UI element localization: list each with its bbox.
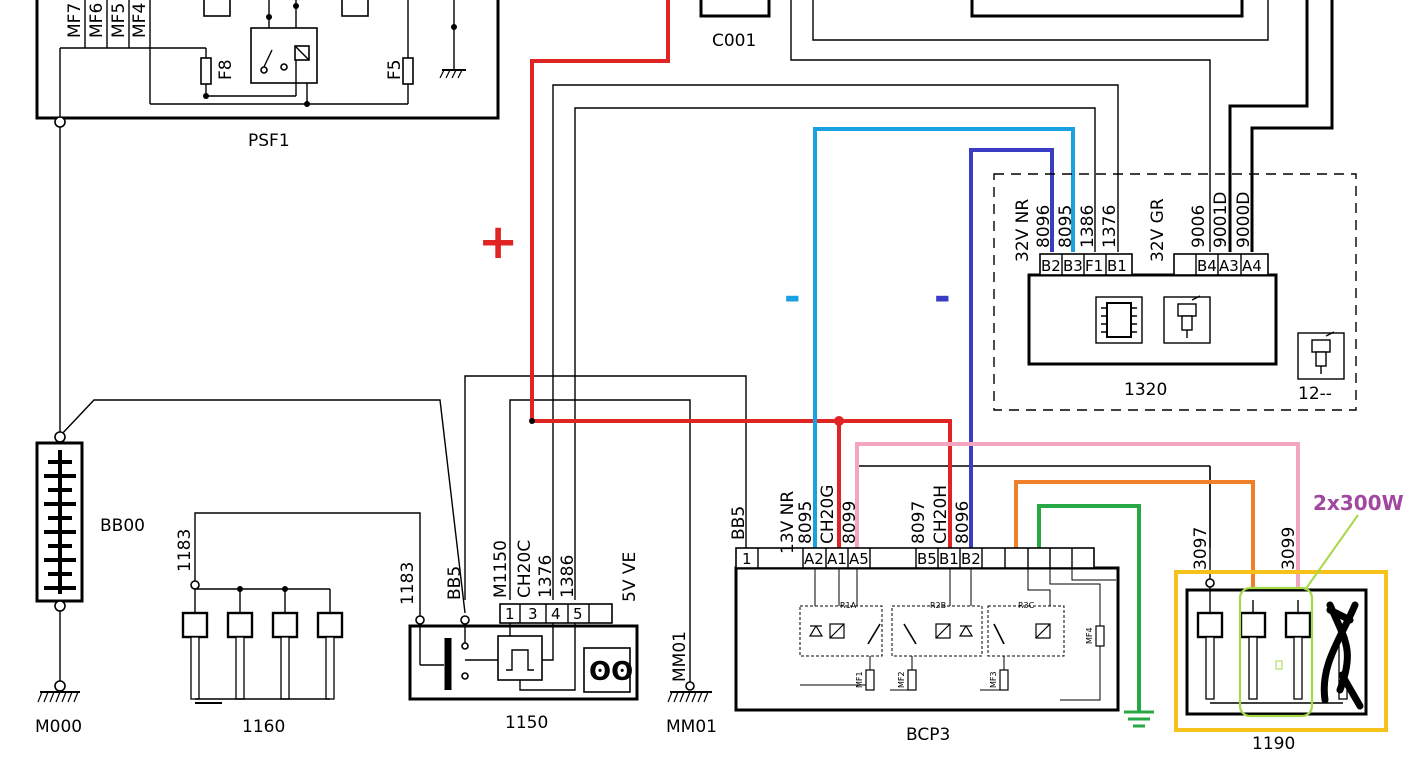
connector-1320-wire-1376: 1376 (1100, 205, 1120, 248)
connector-1320: B2 B3 F1 B1 B4 A3 A4 32V NR 8096 8095 13… (993, 173, 1357, 411)
bcp3-pin-b5: B5 (917, 550, 937, 568)
chip-icon (1095, 296, 1143, 344)
bcp3-fuse-mf4: MF4 (1085, 627, 1094, 644)
connector-1190: 3097 3099 1190 2x300W (1174, 491, 1404, 754)
bcp3-wire-ch20g: CH20G (818, 485, 838, 544)
connector-1150-wire-1183: 1183 (398, 562, 418, 605)
connector-1320-label: 1320 (1124, 380, 1167, 400)
coil-glyph: ʘʘ (589, 657, 633, 687)
c001-connector: C001 (699, 0, 771, 51)
connector-1320-wire-8095: 8095 (1056, 205, 1076, 248)
bb00-battery: BB00 M000 (35, 116, 145, 737)
connector-1320-pin-b1: B1 (1107, 257, 1127, 275)
bcp3-relay-r2b: R2B (891, 601, 983, 657)
connector-1190-label: 1190 (1252, 734, 1295, 754)
psf1-output-mf5: MF5 (109, 3, 129, 38)
connector-1160-wire-label: 1183 (175, 529, 195, 572)
connector-1320-wire-1386: 1386 (1078, 205, 1098, 248)
connector-1320-wire-8096: 8096 (1034, 205, 1054, 248)
bcp3-wire-8097: 8097 (909, 501, 929, 544)
connector-1150-wire-bb5: BB5 (445, 566, 465, 600)
connector-1320-wire-32v-gr: 32V GR (1148, 198, 1168, 262)
negative-sign-light-blue: - (784, 274, 801, 320)
connector-1190-wire-3099: 3099 (1279, 527, 1299, 570)
psf1-output-mf4: MF4 (130, 3, 150, 38)
bcp3-fuse-mf3: MF3 (989, 671, 998, 688)
c001-label: C001 (712, 31, 756, 51)
connector-1320-pin-b2: B2 (1041, 257, 1061, 275)
bcp3-unit: 1 A2 A1 A5 B5 B1 B2 BB5 13V NR 8095 CH20… (729, 485, 1120, 745)
injector-icon (1163, 295, 1211, 344)
connector-1150-wire-m1150: M1150 (491, 540, 511, 598)
connector-1150-wire-ch20c: CH20C (515, 540, 535, 598)
connector-1150-wire-1386: 1386 (558, 555, 578, 598)
bcp3-wire-8095: 8095 (796, 501, 816, 544)
connector-1320-wire-32v-nr: 32V NR (1013, 199, 1033, 262)
bcp3-relay-r3c: R3C (987, 601, 1065, 657)
connector-1320-pin-f1: F1 (1085, 257, 1103, 275)
connector-1320-pin-a3: A3 (1219, 257, 1239, 275)
connector-1190-wire-3097: 3097 (1191, 527, 1211, 570)
bcp3-wire-8096: 8096 (953, 501, 973, 544)
mm01-ground: MM01 MM01 (666, 631, 717, 737)
mm01-tag: MM01 (670, 631, 690, 682)
psf1-output-mf7: MF7 (65, 3, 85, 38)
psf1-output-mf6: MF6 (87, 3, 107, 38)
bcp3-wire-8099: 8099 (840, 501, 860, 544)
connector-1320-wire-9000d: 9000D (1234, 192, 1254, 248)
connector-1320-pin-b3: B3 (1063, 257, 1083, 275)
bcp3-pin-a5: A5 (849, 550, 869, 568)
connector-1150-label: 1150 (505, 713, 548, 733)
relay-r2b-label: R2B (930, 601, 946, 610)
connector-1150-pin-4: 4 (551, 605, 561, 623)
relay-r1a-label: R1A (840, 601, 857, 610)
positive-sign: + (478, 214, 518, 270)
light-blue-negative-wire (813, 127, 1075, 548)
bcp3-fuse-mf1: MF1 (855, 671, 864, 688)
bcp3-pin-b1: B1 (939, 550, 959, 568)
connector-1150-pin-5: 5 (573, 605, 583, 623)
connector-1150-pin-1: 1 (505, 605, 515, 623)
orange-wire (1014, 480, 1255, 615)
dark-blue-negative-wire (969, 148, 1054, 548)
mm01-label: MM01 (666, 717, 717, 737)
fuse-f8-label: F8 (216, 59, 236, 80)
connector-1160: 1183 1160 (175, 529, 344, 737)
connector-1320-pin-a4: A4 (1242, 257, 1262, 275)
negative-sign-dark-blue: - (934, 274, 951, 320)
psf1-fuse-box: MF7 MF6 MF5 MF4 F8 F5 PSF1 (35, 0, 500, 151)
bcp3-wire-bb5: BB5 (729, 506, 749, 540)
injector-12-icon (1297, 331, 1345, 380)
bcp3-pin-b2: B2 (961, 550, 981, 568)
bcp3-pin-a2: A2 (804, 550, 824, 568)
connector-1150-wire-1376: 1376 (536, 555, 556, 598)
connector-1320-pin-b4: B4 (1197, 257, 1217, 275)
fuse-f5-label: F5 (385, 59, 405, 80)
black-harness-wires (59, 84, 1211, 686)
m000-label: M000 (35, 717, 82, 737)
bcp3-pin-1: 1 (742, 550, 752, 568)
connector-1320-wire-9006: 9006 (1189, 205, 1209, 248)
power-annotation: 2x300W (1313, 491, 1404, 515)
green-ground-wire (1037, 504, 1154, 728)
connector-1160-label: 1160 (242, 717, 285, 737)
connector-1150-pin-3: 3 (528, 605, 538, 623)
top-right-harness (790, 0, 1334, 252)
connector-12-label: 12-- (1298, 384, 1332, 404)
bcp3-wire-ch20h: CH20H (931, 485, 951, 544)
bcp3-pin-a1: A1 (827, 550, 847, 568)
bcp3-fuse-mf2: MF2 (897, 671, 906, 688)
relay-r3c-label: R3C (1018, 601, 1035, 610)
bcp3-label: BCP3 (906, 725, 950, 745)
connector-1150: 1 3 4 5 ʘʘ 1183 BB5 M1150 CH20C 1376 138… (398, 540, 640, 733)
connector-1320-wire-9001d: 9001D (1211, 192, 1231, 248)
pink-wire (855, 442, 1300, 615)
psf1-label: PSF1 (248, 131, 290, 151)
bb00-label: BB00 (100, 516, 145, 536)
bcp3-relay-r1a: R1A (799, 601, 883, 657)
connector-1150-wire-5v-ve: 5V VE (620, 552, 640, 602)
bcp3-wire-13v-nr: 13V NR (778, 491, 798, 554)
